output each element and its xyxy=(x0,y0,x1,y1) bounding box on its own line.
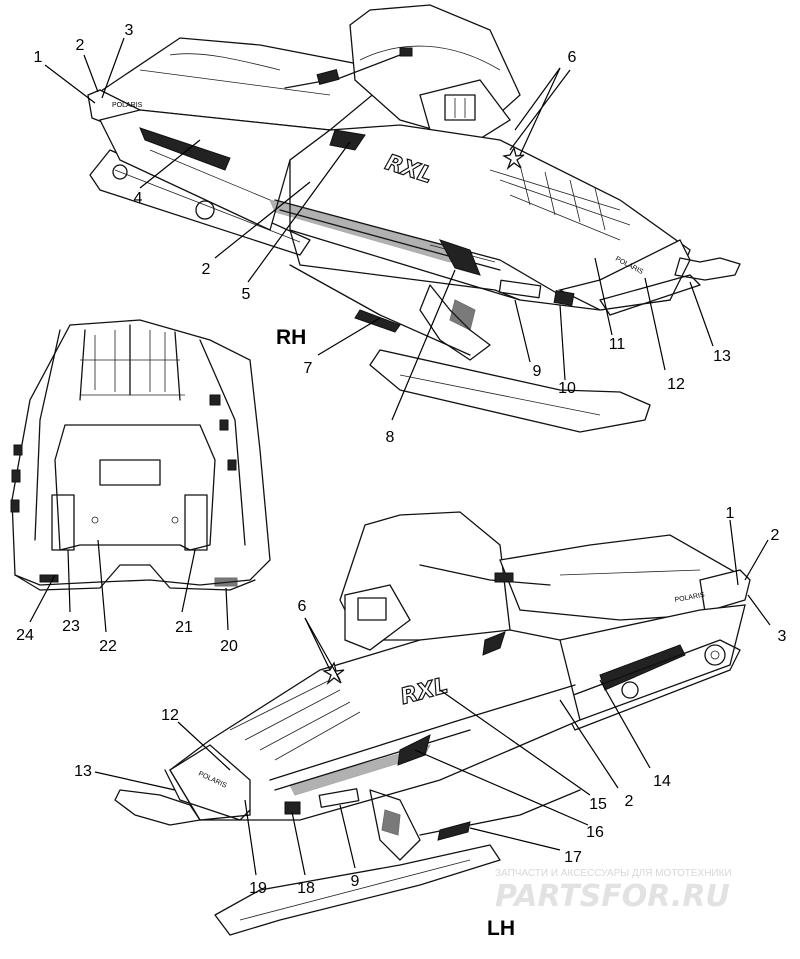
callout-8: 8 xyxy=(386,429,395,446)
callout-18: 18 xyxy=(297,880,315,897)
callout-23: 23 xyxy=(62,618,80,635)
callout-9: 9 xyxy=(533,363,542,380)
callout-12: 12 xyxy=(161,707,179,724)
callout-6: 6 xyxy=(298,598,307,615)
watermark-site: PARTSFOR.RU xyxy=(495,879,730,914)
callout-17: 17 xyxy=(564,849,582,866)
callout-2: 2 xyxy=(76,37,85,54)
callout-2: 2 xyxy=(771,527,780,544)
callout-13: 13 xyxy=(74,763,92,780)
callout-12: 12 xyxy=(667,376,685,393)
rh-snowmobile: POLARIS RXL xyxy=(87,4,741,433)
callout-15: 15 xyxy=(589,796,607,813)
callout-6: 6 xyxy=(568,49,577,66)
callout-7: 7 xyxy=(304,360,313,377)
callout-3: 3 xyxy=(125,22,134,39)
callout-16: 16 xyxy=(586,824,604,841)
callout-10: 10 xyxy=(558,380,576,397)
callout-9: 9 xyxy=(351,873,360,890)
callout-2: 2 xyxy=(202,261,211,278)
leader-lines xyxy=(29,37,771,876)
callout-22: 22 xyxy=(99,638,117,655)
callout-24: 24 xyxy=(16,627,34,644)
callout-21: 21 xyxy=(175,619,193,636)
callout-5: 5 xyxy=(242,286,251,303)
callout-13: 13 xyxy=(713,348,731,365)
rh-brand-rear-decal: POLARIS xyxy=(112,102,143,109)
callout-1: 1 xyxy=(726,505,735,522)
callout-11: 11 xyxy=(609,336,626,353)
callout-numbers: 1 2 3 4 2 5 6 7 8 9 10 11 12 13 24 23 22… xyxy=(16,22,786,897)
callout-20: 20 xyxy=(220,638,238,655)
watermark-tagline: ЗАПЧАСТИ И АКСЕССУАРЫ ДЛЯ МОТОТЕХНИКИ xyxy=(495,868,732,879)
callout-2: 2 xyxy=(625,793,634,810)
watermark: ЗАПЧАСТИ И АКСЕССУАРЫ ДЛЯ МОТОТЕХНИКИ PA… xyxy=(495,868,732,914)
hood-top-view xyxy=(10,319,271,591)
view-label-rh: RH xyxy=(276,326,306,349)
callout-14: 14 xyxy=(653,773,671,790)
callout-19: 19 xyxy=(249,880,267,897)
view-label-lh: LH xyxy=(487,917,515,940)
lh-snowmobile: POLARIS RXL POLARIS xyxy=(114,511,751,936)
callout-1: 1 xyxy=(34,49,43,66)
callout-4: 4 xyxy=(134,190,143,207)
callout-3: 3 xyxy=(778,628,787,645)
